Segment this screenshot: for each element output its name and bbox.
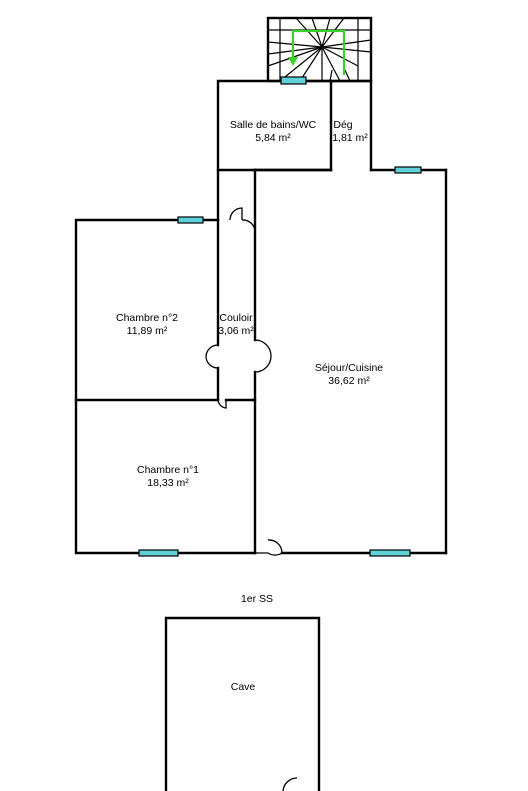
room-name-chambre1: Chambre n°1 <box>137 464 199 476</box>
room-name-sejour: Séjour/Cuisine <box>315 362 383 374</box>
window-chambre1 <box>138 549 179 557</box>
window-chambre2 <box>177 216 204 224</box>
stair-direction-arrow <box>291 29 346 75</box>
room-name-cave: Cave <box>231 681 256 693</box>
room-area-sejour: 36,62 m² <box>328 375 370 387</box>
level-label-basement: 1er SS <box>241 593 273 605</box>
staircase <box>266 16 373 83</box>
door-chambre2 <box>205 344 219 369</box>
doors <box>205 207 283 556</box>
room-name-salle-de-bains: Salle de bains/WC <box>230 119 317 131</box>
window-sejour-south <box>369 549 411 557</box>
room-labels: Salle de bains/WC 5,84 m² Dég 1,81 m² Ch… <box>116 119 383 489</box>
room-name-deg: Dég <box>333 119 352 131</box>
upper-block-walls <box>216 79 373 222</box>
basement-level: 1er SS Cave <box>164 593 321 791</box>
door-couloir-north <box>229 207 243 221</box>
door-entrance <box>254 540 283 556</box>
window-bathroom <box>280 76 307 85</box>
cave-walls <box>164 616 321 791</box>
stair-arrow-head-icon <box>288 57 298 66</box>
room-area-couloir: 3,06 m² <box>218 325 254 337</box>
window-sejour-north <box>394 166 422 174</box>
room-area-chambre2: 11,89 m² <box>127 325 168 337</box>
room-area-salle-de-bains: 5,84 m² <box>255 132 291 144</box>
west-block-walls <box>74 218 257 555</box>
room-name-chambre2: Chambre n°2 <box>116 312 178 324</box>
windows <box>138 76 422 557</box>
door-sejour <box>254 339 272 373</box>
room-area-chambre1: 18,33 m² <box>147 477 189 489</box>
door-cave <box>282 777 298 791</box>
room-area-deg: 1,81 m² <box>332 132 368 144</box>
door-chambre1 <box>217 399 227 409</box>
room-name-couloir: Couloir <box>219 312 253 324</box>
